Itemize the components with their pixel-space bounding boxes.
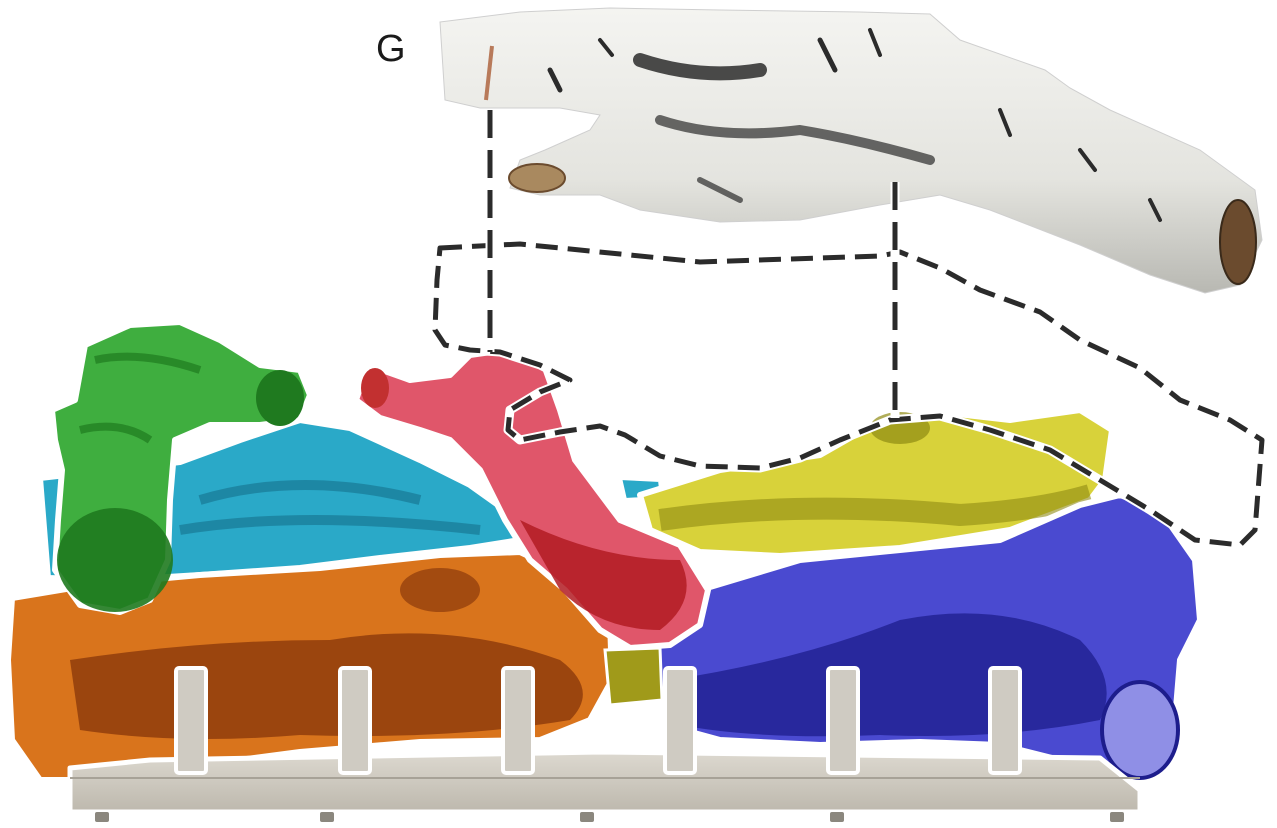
grate-prong xyxy=(176,668,206,773)
grate-prong xyxy=(990,668,1020,773)
back-shadow xyxy=(605,648,662,705)
grate-prong xyxy=(340,668,370,773)
grate-prong xyxy=(828,668,858,773)
grate-prong xyxy=(503,668,533,773)
grate-prong xyxy=(665,668,695,773)
callout-label-g: G xyxy=(376,30,406,68)
